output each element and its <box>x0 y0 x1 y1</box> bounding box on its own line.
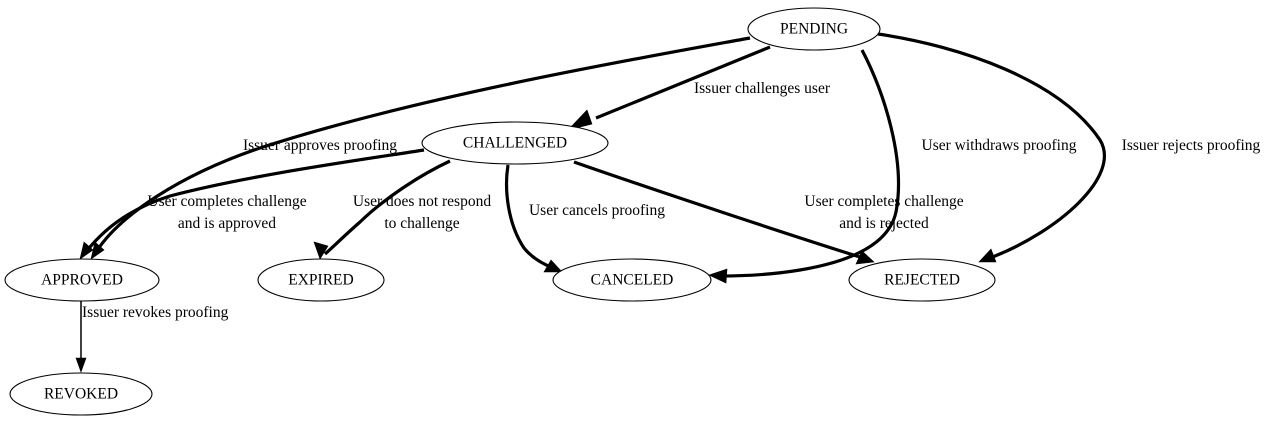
edge-challenged-to-approved <box>79 148 425 260</box>
node-approved-label: APPROVED <box>41 272 123 289</box>
edge-challenged-to-rejected <box>573 160 875 265</box>
arrowhead-challenged-rejected <box>855 250 875 265</box>
node-revoked-ellipse[interactable] <box>9 372 153 416</box>
edge-label-issuer-revokes-proofing: Issuer revokes proofing <box>82 304 229 321</box>
node-canceled-ellipse[interactable] <box>552 258 712 302</box>
node-approved-ellipse[interactable] <box>4 258 160 302</box>
edge-path-challenged-approved <box>84 148 425 253</box>
node-canceled[interactable]: CANCELED <box>552 258 712 302</box>
node-challenged[interactable]: CHALLENGED <box>421 121 609 165</box>
edge-path-challenged-canceled <box>504 164 554 270</box>
edge-label-user-cancels-proofing: User cancels proofing <box>529 202 665 219</box>
edge-pending-to-canceled <box>708 49 901 284</box>
edge-challenged-to-canceled <box>504 164 563 273</box>
node-expired-label: EXPIRED <box>288 272 353 289</box>
arrowhead-pending-rejected <box>978 248 997 263</box>
edge-challenged-to-expired <box>313 159 451 260</box>
node-revoked[interactable]: REVOKED <box>9 372 153 416</box>
arrowhead-challenged-canceled <box>543 259 563 273</box>
node-pending-label: PENDING <box>780 21 848 38</box>
node-pending-ellipse[interactable] <box>747 7 881 51</box>
edge-label-user-does-not-respond-line2: to challenge <box>384 215 459 232</box>
edge-pending-to-challenged <box>567 45 771 131</box>
arrowhead-pending-challenged <box>567 109 593 131</box>
node-challenged-label: CHALLENGED <box>463 135 567 152</box>
edge-pending-to-rejected <box>877 32 1106 263</box>
arrowhead-challenged-approved <box>79 241 94 260</box>
node-rejected-ellipse[interactable] <box>848 258 996 302</box>
edge-path-pending-canceled <box>719 49 901 278</box>
edge-path-pending-rejected <box>877 32 1106 260</box>
node-challenged-ellipse[interactable] <box>421 121 609 165</box>
arrowhead-pending-canceled <box>708 268 728 284</box>
node-rejected-label: REJECTED <box>884 272 960 289</box>
node-pending[interactable]: PENDING <box>747 7 881 51</box>
arrowhead-challenged-expired <box>313 241 329 260</box>
node-expired-ellipse[interactable] <box>257 258 385 302</box>
edge-label-user-completes-challenge-approved-line1: User completes challenge <box>147 193 306 210</box>
node-rejected[interactable]: REJECTED <box>848 258 996 302</box>
edge-approved-to-revoked <box>75 301 87 373</box>
node-revoked-label: REVOKED <box>44 386 118 403</box>
edge-label-user-withdraws-proofing: User withdraws proofing <box>922 137 1077 154</box>
edge-label-issuer-approves-proofing: Issuer approves proofing <box>243 137 397 154</box>
edge-path-challenged-expired <box>323 159 451 256</box>
arrowhead-approved-revoked <box>75 357 87 373</box>
edge-path-pending-challenged <box>595 45 771 120</box>
node-expired[interactable]: EXPIRED <box>257 258 385 302</box>
edge-label-user-completes-challenge-approved-line2: and is approved <box>178 215 276 232</box>
edge-label-issuer-challenges-user: Issuer challenges user <box>694 80 831 97</box>
edge-label-user-does-not-respond-line1: User does not respond <box>353 193 491 210</box>
node-canceled-label: CANCELED <box>591 272 674 289</box>
edge-path-challenged-rejected <box>573 160 864 260</box>
edge-label-issuer-rejects-proofing: Issuer rejects proofing <box>1122 137 1261 154</box>
node-approved[interactable]: APPROVED <box>4 258 160 302</box>
edge-label-user-completes-challenge-rejected-line1: User completes challenge <box>804 193 963 210</box>
edge-label-user-completes-challenge-rejected-line2: and is rejected <box>839 215 929 232</box>
arrowhead-pending-approved <box>90 241 105 260</box>
